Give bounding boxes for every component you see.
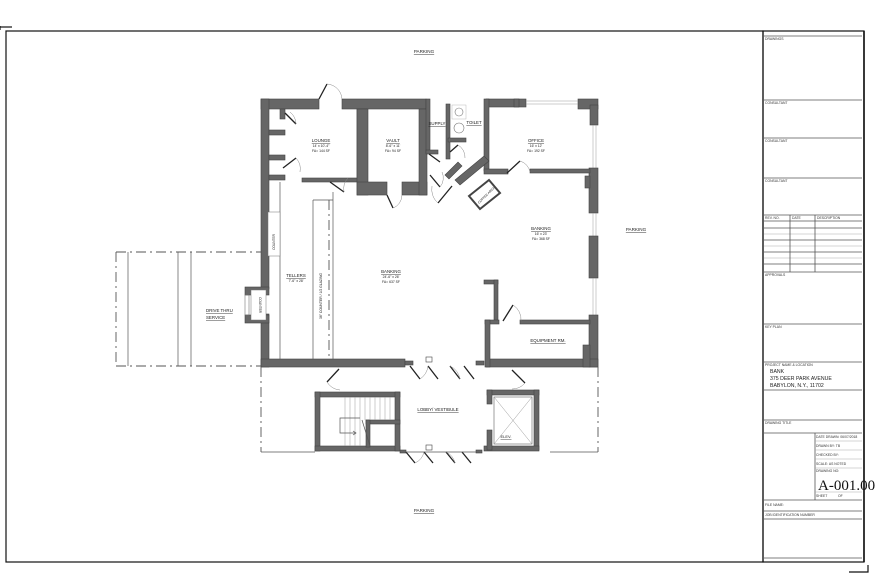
vault-label: VAULT xyxy=(386,138,400,143)
banking-right-label: BANKING xyxy=(531,226,551,231)
consultant-label-2: CONSULTANT xyxy=(765,139,787,143)
banking-main-label: BANKING xyxy=(381,269,401,274)
equipment-room-label: EQUIPMENT RM. xyxy=(530,338,565,343)
banking-main-dims: 24'-6" x 26' xyxy=(383,275,400,279)
drive-thru-canopy xyxy=(115,251,261,367)
office-label: OFFICE xyxy=(528,138,544,143)
toilet-label: TOILET xyxy=(466,120,482,125)
consultant-label-1: CONSULTANT xyxy=(765,101,787,105)
parking-label-right: PARKING xyxy=(626,227,647,232)
scale: SCALE: AS NOTED xyxy=(816,462,847,466)
lounge-dims: 14' x 10'-4" xyxy=(313,144,330,148)
drawing-no-label: DRAWING NO: xyxy=(816,469,839,473)
elevator-label: ELEV. xyxy=(501,434,512,439)
job-id-label: JOB IDENTIFICATION NUMBER xyxy=(765,513,815,517)
project-address-2: BABYLON, N.Y., 11702 xyxy=(770,383,824,389)
tellers-label: TELLERS xyxy=(286,273,306,278)
banking-right-dims: 16' x 23' xyxy=(535,232,548,236)
sheet-of-label: OF xyxy=(838,494,843,498)
project-label: PROJECT NAME & LOCATION xyxy=(765,363,813,367)
rev-no-header: REV. NO. xyxy=(765,216,780,220)
description-header: DESCRIPTION xyxy=(817,216,841,220)
drive-thru-label-1: DRIVE THRU xyxy=(206,308,233,313)
project-name: BANK xyxy=(770,369,785,375)
drawn-by: DRAWN BY: TB xyxy=(816,444,841,448)
lounge-area: FA= 144 SF xyxy=(312,149,330,153)
key-plan-label: KEY PLAN xyxy=(765,325,782,329)
parking-label-bottom: PARKING xyxy=(414,508,435,513)
banking-main-area: FA= 637 SF xyxy=(382,280,400,284)
file-name-label: FILE NAME: xyxy=(765,503,784,507)
project-address-1: 375 DEER PARK AVENUE xyxy=(770,376,832,382)
title-block: DRAWINGS CONSULTANT CONSULTANT CONSULTAN… xyxy=(764,35,875,559)
teller-counter-label: 36" COUNTER / 1/2 GLAZING xyxy=(319,273,323,319)
banking-right-area: FA= 368 SF xyxy=(532,237,550,241)
counter-upper-label: COUNTER xyxy=(272,233,276,249)
sheet-border xyxy=(0,26,869,573)
office-dims: 16' x 12' xyxy=(530,144,543,148)
consultant-label-3: CONSULTANT xyxy=(765,179,787,183)
parking-label-top: PARKING xyxy=(414,49,435,54)
drawings-label: DRAWINGS xyxy=(765,37,784,41)
sheet-label: SHEET xyxy=(816,494,827,498)
lounge-label: LOUNGE xyxy=(312,138,331,143)
room-labels: LOUNGE 14' x 10'-4" FA= 144 SF VAULT 8'-… xyxy=(206,120,566,412)
drawing-title-label: DRAWING TITLE xyxy=(765,421,792,425)
approvals-label: APPROVALS xyxy=(765,273,786,277)
drawing-number: A-001.00 xyxy=(818,478,875,494)
lobby-label: LOBBY/ VESTIBULE xyxy=(417,407,458,412)
checked-by: CHECKED BY: xyxy=(816,453,839,457)
counter-window-label: COUNTER xyxy=(258,297,262,313)
drive-thru-label-2: SERVICE xyxy=(206,315,225,320)
date-header: DATE xyxy=(792,216,802,220)
supply-label: SUPPLY xyxy=(428,121,445,126)
vault-area: FA= 94 SF xyxy=(385,149,401,153)
vault-dims: 8'-6" x 11' xyxy=(386,144,401,148)
office-area: FA= 192 SF xyxy=(527,149,545,153)
tellers-dims: 7'-6" x 28' xyxy=(289,279,304,283)
date-drawn: DATE DRAWN: 06/07/2018 xyxy=(816,435,857,439)
floor-plan: COUNTER xyxy=(115,83,599,464)
revision-table: REV. NO. DATE DESCRIPTION xyxy=(764,214,862,273)
